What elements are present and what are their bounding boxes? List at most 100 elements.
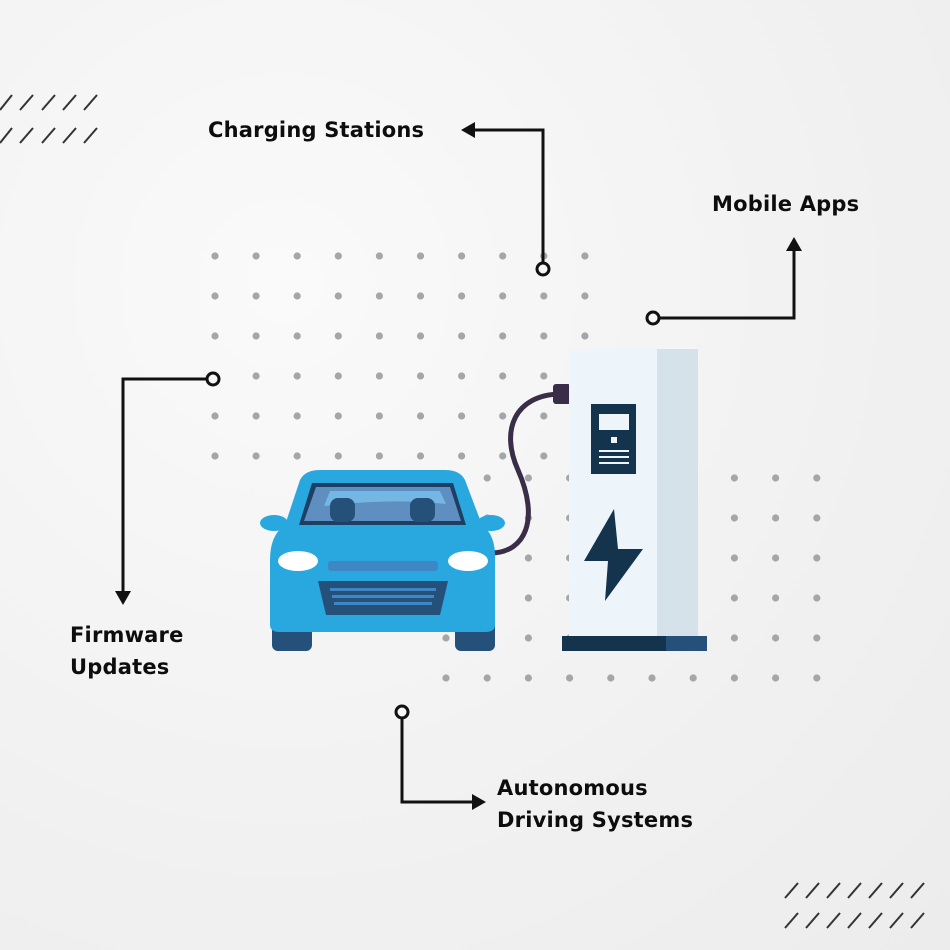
label-firmware-line2: Updates <box>70 655 170 679</box>
label-mobile-apps: Mobile Apps <box>712 192 860 216</box>
grid-dot <box>483 474 491 482</box>
grid-dot <box>607 674 615 682</box>
grid-dot <box>581 292 589 300</box>
label-firmware-line1: Firmware <box>70 623 184 647</box>
grid-dot <box>730 634 739 642</box>
grid-dot <box>252 252 260 260</box>
grid-dot <box>334 332 342 340</box>
grid-dot <box>524 554 533 562</box>
grid-dot <box>416 452 425 460</box>
grid-dot <box>252 412 260 420</box>
grid-dot <box>416 292 425 300</box>
grid-dot <box>540 332 548 340</box>
grid-dot <box>293 412 301 420</box>
cable-plug <box>553 384 571 404</box>
arrow-icon <box>472 794 486 810</box>
grid-dot <box>416 372 425 380</box>
grid-dot <box>499 452 507 460</box>
label-autonomous-line2: Driving Systems <box>497 808 694 832</box>
grid-dot <box>334 292 342 300</box>
grid-dot <box>416 332 425 340</box>
arrow-icon <box>115 591 131 605</box>
grid-dot <box>252 292 260 300</box>
grid-dot <box>458 372 466 380</box>
grid-dot <box>772 474 780 482</box>
diagonal-stripes-bottom-right <box>784 882 925 929</box>
grid-dot <box>813 474 821 482</box>
grid-dot <box>813 554 821 562</box>
electric-car-icon <box>260 470 505 651</box>
grid-dot <box>730 474 739 482</box>
arrow-icon <box>461 122 475 138</box>
grid-dot <box>540 292 548 300</box>
grid-dot <box>524 594 533 602</box>
grid-dot <box>334 412 342 420</box>
grid-dot <box>375 292 383 300</box>
label-firmware-updates: Firmware Updates <box>70 619 184 683</box>
grid-dot <box>540 372 548 380</box>
grid-dot <box>334 372 342 380</box>
lightning-bolt-icon <box>584 509 643 601</box>
grid-dot <box>211 412 219 420</box>
grid-dot <box>813 634 821 642</box>
grid-dot <box>293 372 301 380</box>
grid-dot <box>730 514 739 522</box>
grid-dot <box>813 674 821 682</box>
grid-dot <box>211 452 219 460</box>
grid-dot <box>772 674 780 682</box>
grid-dot <box>566 674 574 682</box>
grid-dot <box>334 252 342 260</box>
grid-dot <box>416 412 425 420</box>
grid-dot <box>458 412 466 420</box>
grid-dot <box>499 332 507 340</box>
grid-dot <box>293 292 301 300</box>
grid-dot <box>252 452 260 460</box>
arrow-icon <box>786 237 802 251</box>
connector-autonomous <box>400 718 475 804</box>
grid-dot <box>772 554 780 562</box>
grid-dot <box>772 514 780 522</box>
node-charging-stations <box>535 261 551 277</box>
grid-dot <box>458 292 466 300</box>
grid-dot <box>689 674 697 682</box>
node-firmware <box>205 371 221 387</box>
connector-charging-stations <box>472 128 545 263</box>
grid-dot <box>730 674 739 682</box>
grid-dot <box>524 474 533 482</box>
grid-dot <box>524 634 533 642</box>
grid-dot <box>375 332 383 340</box>
grid-dot <box>252 372 260 380</box>
charging-station-icon <box>562 349 707 651</box>
connector-mobile-apps <box>659 248 796 320</box>
diagonal-stripes-top-left <box>0 94 98 144</box>
grid-dot <box>499 372 507 380</box>
grid-dot <box>375 252 383 260</box>
label-autonomous-driving: Autonomous Driving Systems <box>497 772 693 836</box>
grid-dot <box>499 412 507 420</box>
grid-dot <box>581 332 589 340</box>
grid-dot <box>442 674 450 682</box>
grid-dot <box>499 252 507 260</box>
grid-dot <box>334 452 342 460</box>
grid-dot <box>375 372 383 380</box>
grid-dot <box>375 452 383 460</box>
grid-dot <box>211 292 219 300</box>
grid-dot <box>458 452 466 460</box>
grid-dot <box>730 594 739 602</box>
label-autonomous-line1: Autonomous <box>497 776 648 800</box>
grid-dot <box>540 452 548 460</box>
grid-dot <box>540 412 548 420</box>
grid-dot <box>581 252 589 260</box>
label-charging-stations: Charging Stations <box>208 118 425 142</box>
grid-dot <box>293 452 301 460</box>
grid-dot <box>813 594 821 602</box>
grid-dot <box>375 412 383 420</box>
grid-dot <box>442 634 450 642</box>
node-autonomous <box>394 704 410 720</box>
grid-dot <box>813 514 821 522</box>
charging-cable <box>491 391 561 556</box>
grid-dot <box>648 674 656 682</box>
grid-dot <box>293 332 301 340</box>
grid-dot <box>416 252 425 260</box>
